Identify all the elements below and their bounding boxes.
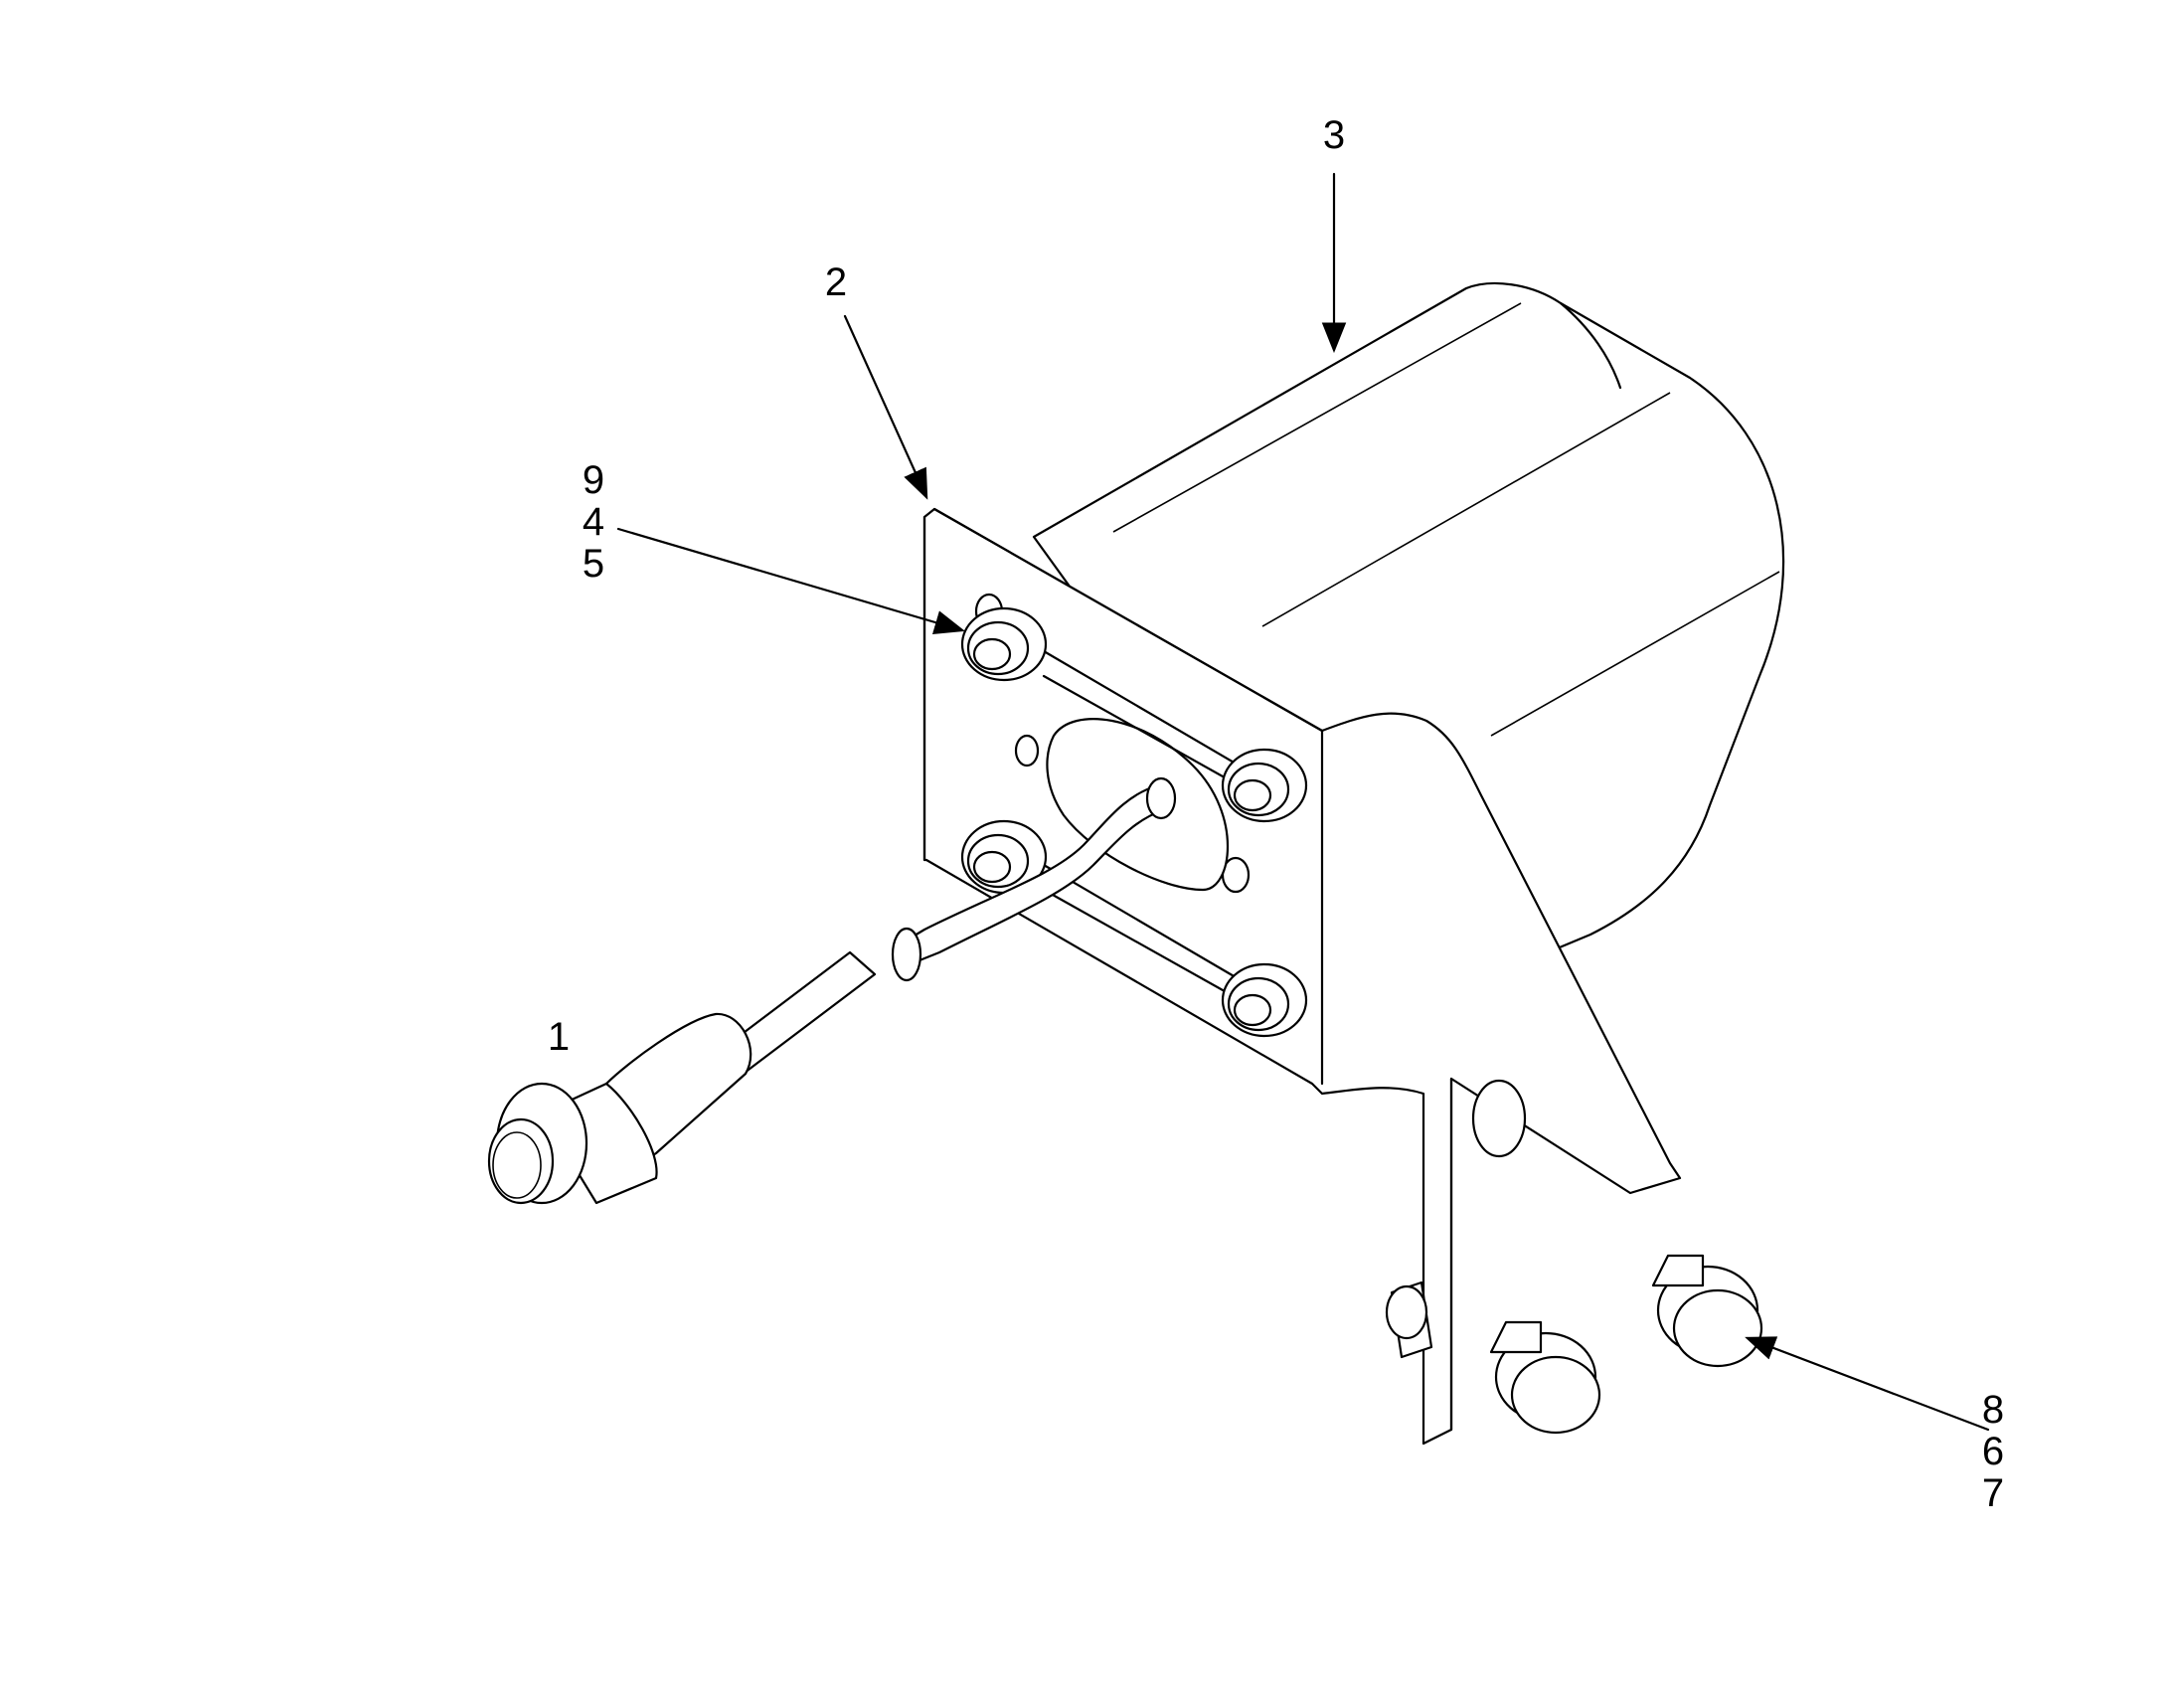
leader-867 (1745, 1336, 1990, 1432)
motor-lead-wire (891, 776, 1177, 982)
callout-3: 3 (1322, 113, 1346, 157)
nut-assembly (960, 606, 1308, 1038)
leader-lines (616, 172, 1990, 1432)
callout-5: 5 (582, 542, 605, 586)
callout-group-867: 8 6 7 (1976, 1389, 2010, 1514)
callout-4: 4 (582, 500, 605, 544)
callout-6: 6 (1981, 1430, 2005, 1473)
leader-945 (616, 527, 965, 634)
callout-2: 2 (824, 260, 848, 304)
motor-housing (1032, 281, 1785, 986)
callout-9: 9 (582, 458, 605, 502)
connector-plug (487, 950, 877, 1205)
callout-1: 1 (547, 1015, 571, 1059)
bolt-assembly (1385, 1254, 1763, 1435)
callout-7: 7 (1981, 1471, 2005, 1515)
leader-2 (843, 314, 928, 500)
bracket-hole (1471, 1079, 1527, 1158)
callout-8: 8 (1981, 1388, 2005, 1432)
callout-group-945: 9 4 5 (577, 459, 610, 585)
